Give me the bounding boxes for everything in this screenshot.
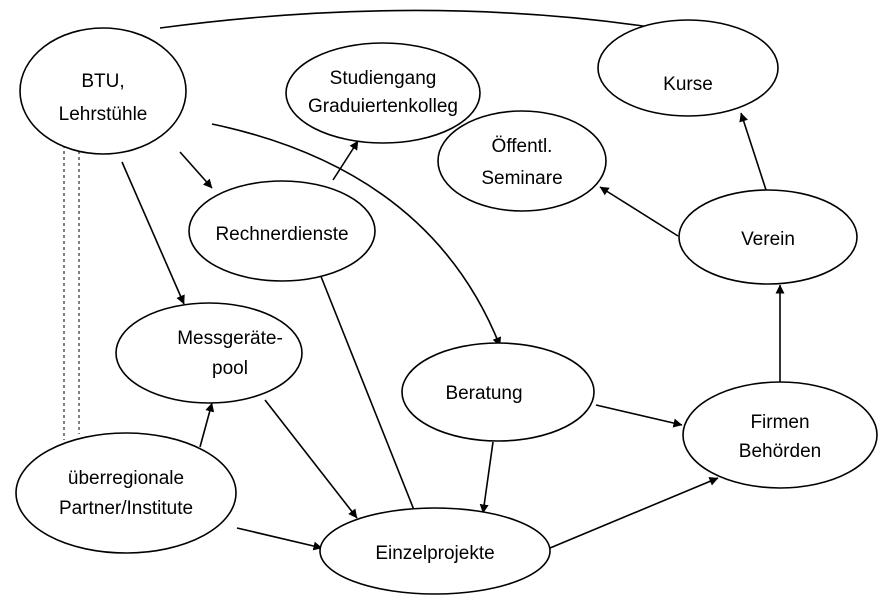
edge-partner-to-einzelprojekte (236, 527, 323, 551)
node-beratung-label: Beratung (445, 383, 522, 404)
edge-beratung-to-einzelprojekte (479, 441, 494, 514)
node-seminare-label-line1: Öffentl. (492, 136, 553, 157)
edge-partner-to-messgeraete (199, 402, 215, 448)
edge-btu-to-rechnerdienste (179, 151, 213, 189)
node-partner: überregionale Partner/Institute (15, 432, 237, 554)
edge-btu-to-beratung (211, 123, 502, 347)
node-btu: BTU, Lehrstühle (19, 27, 187, 155)
edge-rechnerdienste-to-studiengang (332, 140, 359, 181)
nodes: BTU, Lehrstühle Studiengang Graduiertenk… (15, 19, 878, 595)
node-verein-label: Verein (741, 229, 795, 250)
node-messgeraete-label-line1: Messgeräte- (177, 328, 283, 349)
edge-verein-to-kurse (739, 112, 768, 194)
node-kurse-label: Kurse (663, 74, 713, 95)
edge-einzelprojekte-to-firmen (549, 477, 719, 549)
node-einzelprojekte-label: Einzelprojekte (375, 543, 494, 564)
node-seminare-label-line2: Seminare (481, 168, 562, 189)
node-messgeraete: Messgeräte- pool (115, 302, 303, 404)
node-btu-label-line2: Lehrstühle (59, 104, 148, 125)
node-firmen: Firmen Behörden (682, 381, 878, 489)
edge-verein-to-seminare (599, 186, 679, 237)
edge-btu-to-kurse (159, 9, 671, 34)
edge-btu-to-messgeraete (121, 161, 185, 305)
edges (63, 9, 785, 551)
node-kurse: Kurse (597, 19, 779, 117)
node-rechnerdienste-label: Rechnerdienste (215, 224, 348, 245)
node-studiengang: Studiengang Graduiertenkolleg (285, 42, 481, 144)
node-btu-label-line1: BTU, (81, 71, 124, 92)
node-verein: Verein (678, 189, 858, 285)
node-messgeraete-label-line2: pool (212, 358, 248, 379)
node-firmen-label-line1: Firmen (750, 412, 809, 433)
node-studiengang-label-line1: Studiengang (330, 68, 437, 89)
node-beratung: Beratung (401, 342, 595, 442)
edge-btu-to-partner-double-dashed (63, 145, 80, 440)
node-einzelprojekte: Einzelprojekte (319, 507, 551, 595)
node-partner-label-line2: Partner/Institute (59, 498, 193, 519)
node-studiengang-label-line2: Graduiertenkolleg (308, 96, 458, 117)
edge-beratung-to-firmen (595, 404, 683, 428)
edge-messgeraete-to-einzelprojekte (264, 399, 358, 519)
node-firmen-label-line2: Behörden (739, 441, 821, 462)
node-rechnerdienste: Rechnerdienste (188, 180, 376, 282)
node-partner-label-line1: überregionale (68, 468, 184, 489)
edge-rechnerdienste-to-einzelprojekte (319, 273, 420, 521)
node-seminare: Öffentl. Seminare (437, 110, 607, 212)
